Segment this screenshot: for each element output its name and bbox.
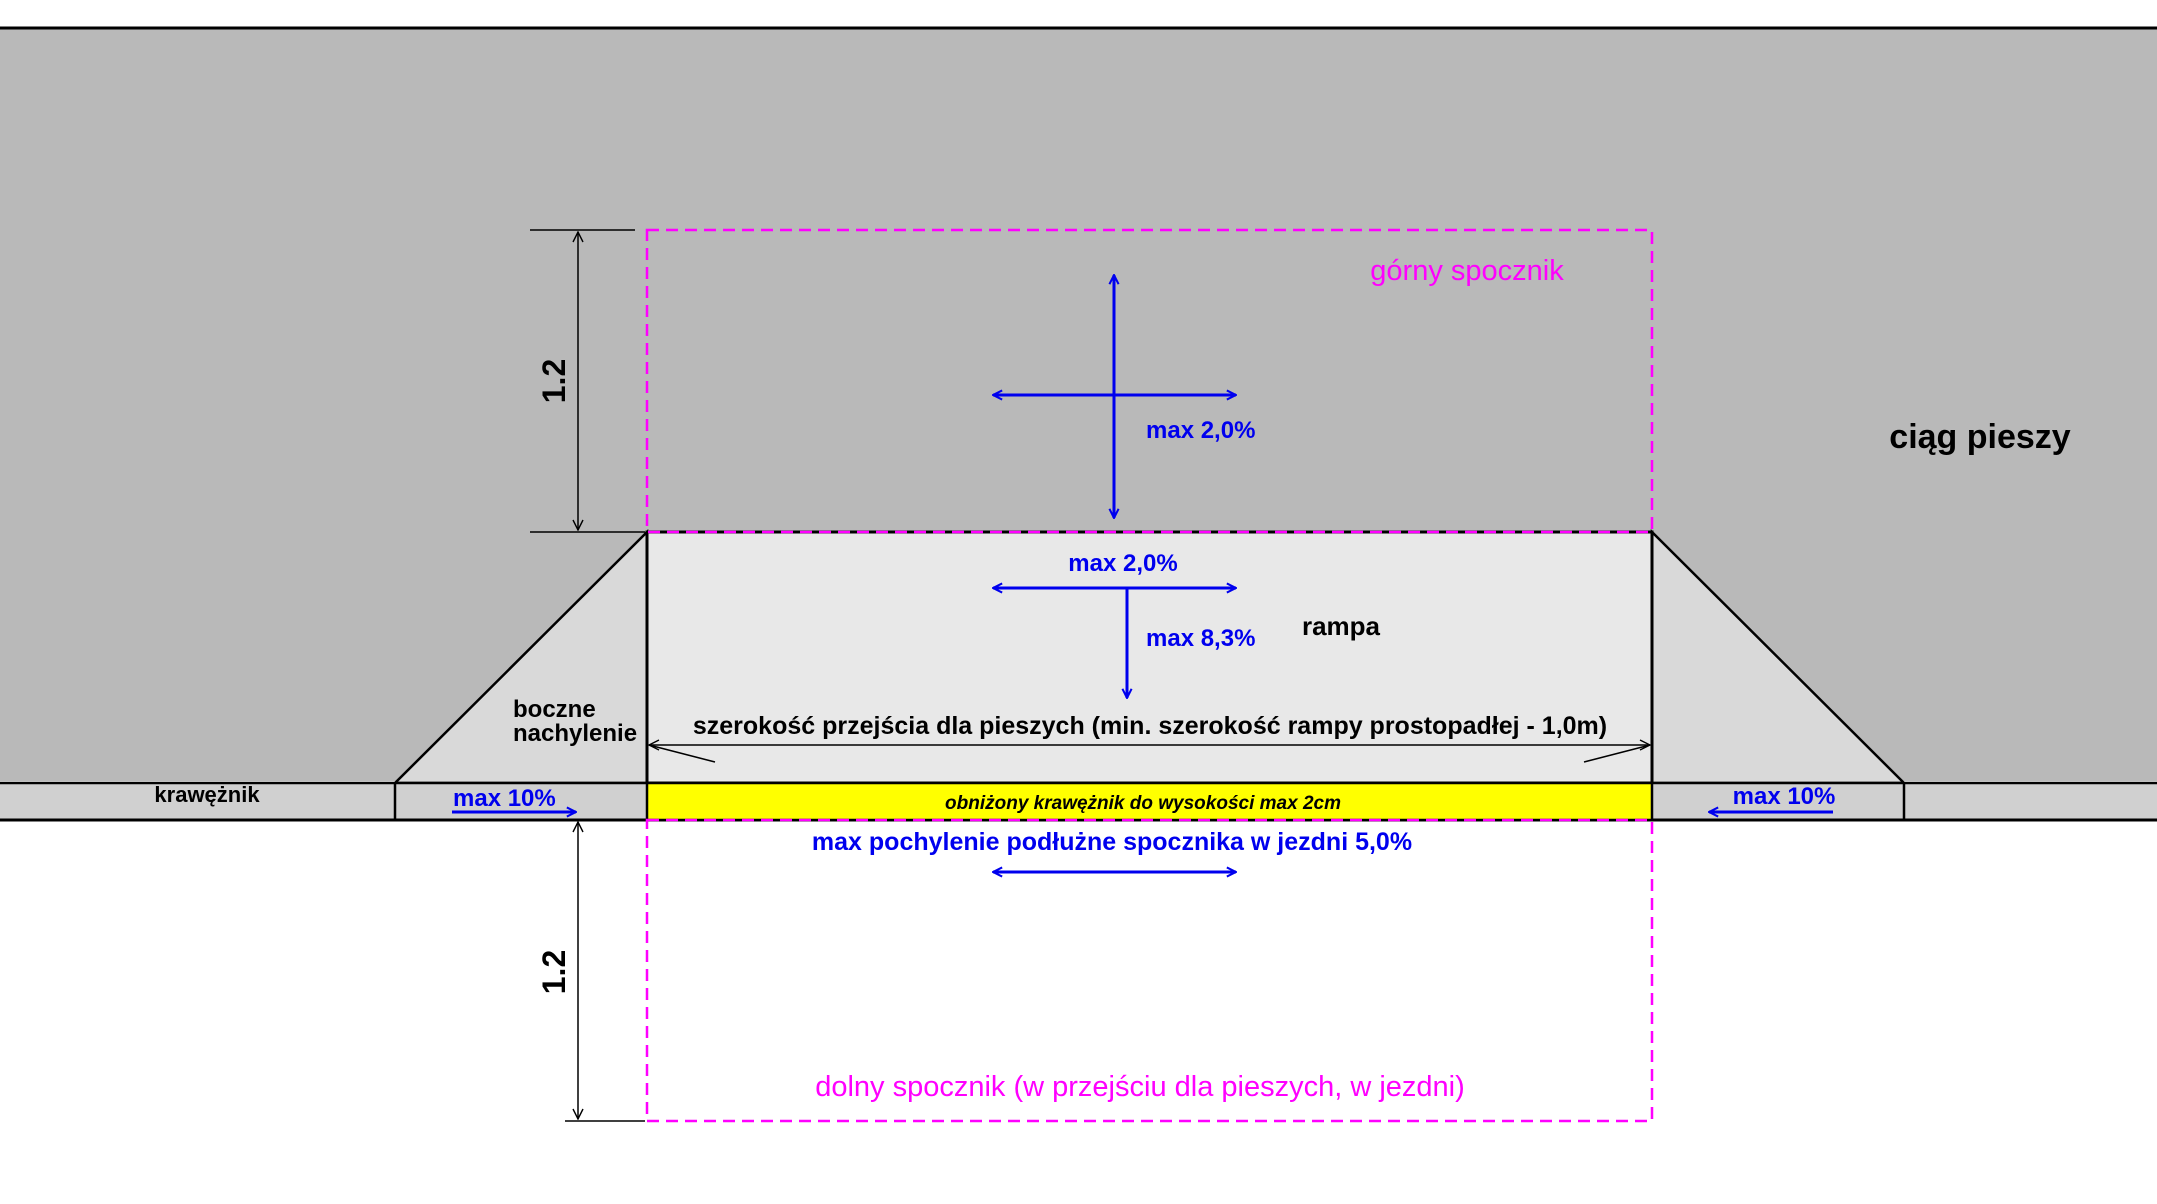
- pedestrian-path-label: ciąg pieszy: [1889, 418, 2071, 456]
- dimension-upper-value: 1.2: [536, 359, 572, 403]
- lower-landing-label: dolny spocznik (w przejściu dla pieszych…: [815, 1071, 1465, 1103]
- upper-landing-slope-arrows: [993, 275, 1236, 518]
- ramp-label: rampa: [1302, 611, 1381, 641]
- ramp-slope-arrows: [993, 588, 1236, 698]
- side-slope-value-left: max 10%: [453, 785, 556, 812]
- side-slope-value-right: max 10%: [1733, 783, 1836, 810]
- dimension-upper: [530, 229, 645, 533]
- lower-landing-outline: [645, 818, 1654, 1123]
- ramp-cross-slope-value: max 2,0%: [1068, 550, 1177, 577]
- crossing-width-tick-left: [648, 744, 716, 763]
- curb-label: krawężnik: [154, 782, 260, 807]
- crossing-width-label: szerokość przejścia dla pieszych (min. s…: [693, 712, 1607, 740]
- crossing-width-tick-right: [1583, 744, 1651, 763]
- lowered-curb-label: obniżony krawężnik do wysokości max 2cm: [945, 793, 1341, 814]
- roadway-landing-slope-value: max pochylenie podłużne spocznika w jezd…: [812, 828, 1412, 856]
- dimension-lower-value: 1.2: [536, 950, 572, 994]
- landing-slope-value: max 2,0%: [1146, 417, 1255, 444]
- dimension-lower: [565, 822, 645, 1122]
- ramp-slope-value: max 8,3%: [1146, 625, 1255, 652]
- upper-landing-outline: [645, 228, 1654, 534]
- upper-landing-label: górny spocznik: [1370, 255, 1564, 287]
- side-slope-label-line1: boczne: [513, 696, 596, 723]
- side-slope-label-line2: nachylenie: [513, 720, 637, 747]
